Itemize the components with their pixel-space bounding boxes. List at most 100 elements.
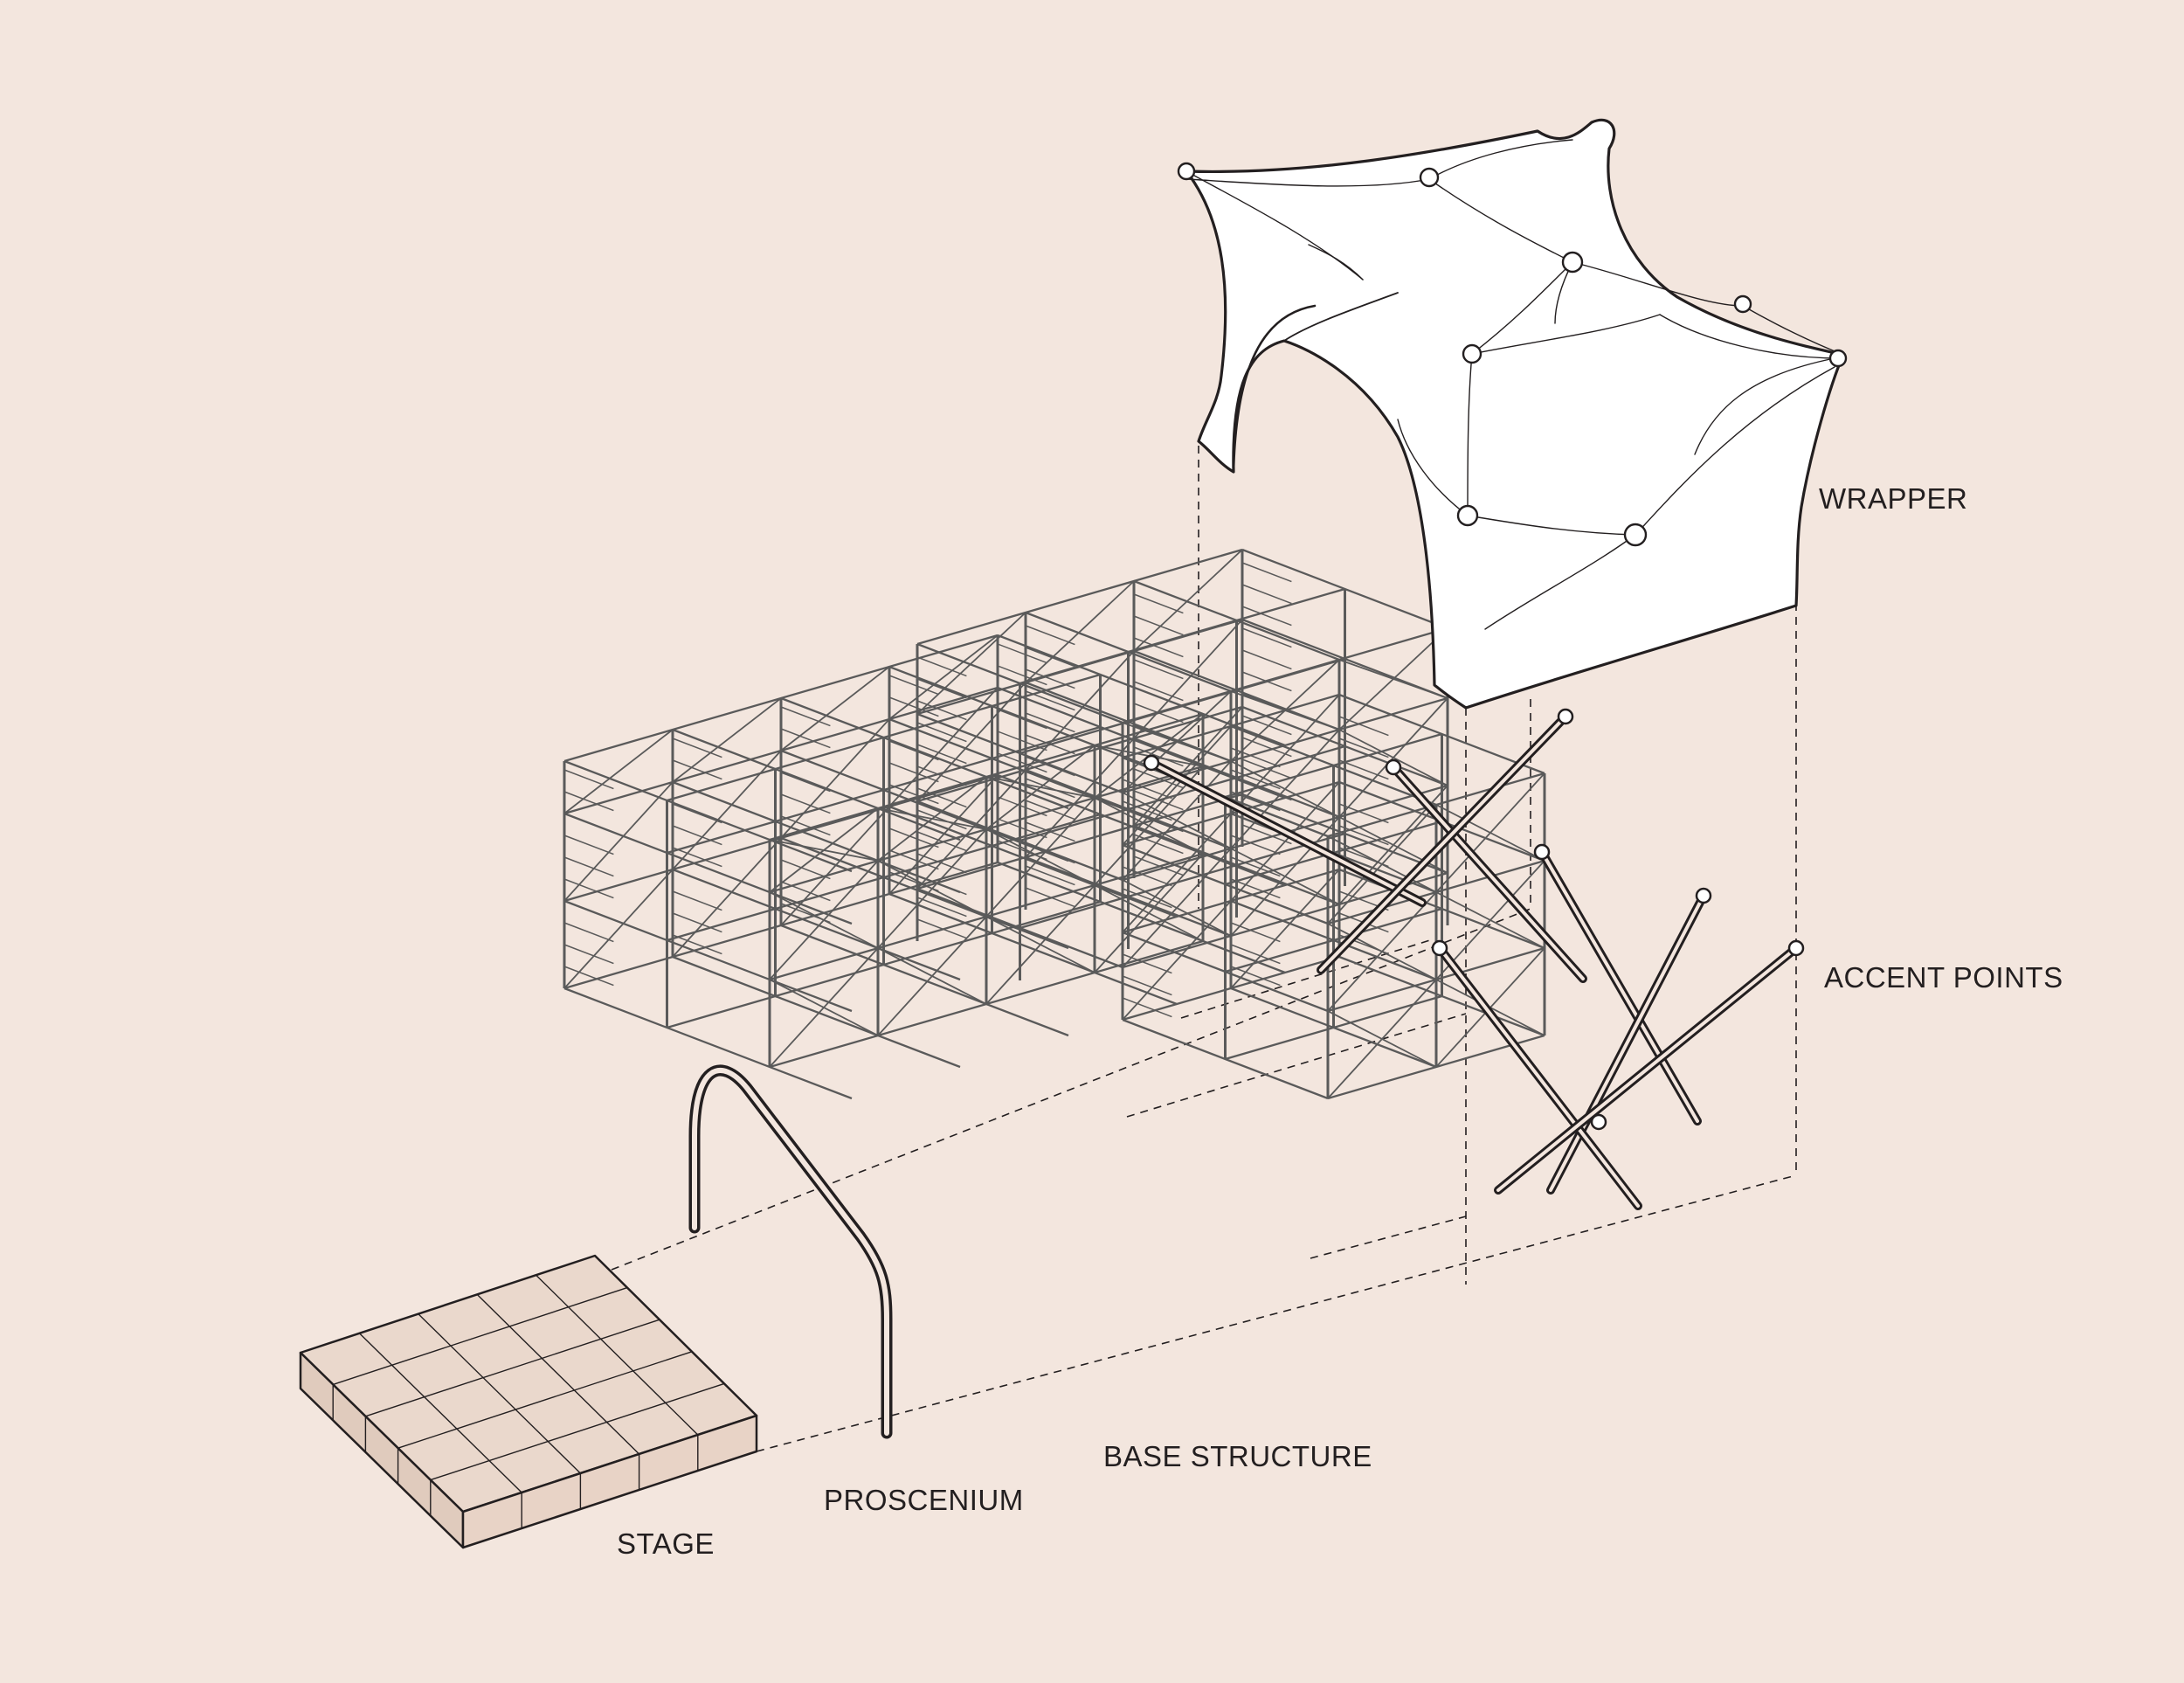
scaffold-member bbox=[916, 887, 1123, 969]
scaffold-member bbox=[916, 700, 967, 721]
accent-point-ball bbox=[1695, 887, 1712, 904]
scaffold-member bbox=[1122, 779, 1172, 800]
scaffold-member bbox=[672, 781, 722, 802]
scaffold-member bbox=[672, 890, 722, 911]
scaffold-member bbox=[1230, 900, 1281, 921]
scaffold-member bbox=[877, 947, 987, 1005]
scaffold-member bbox=[1133, 637, 1184, 658]
scaffold-member bbox=[780, 924, 1069, 1037]
accent-point-ball bbox=[1385, 758, 1402, 776]
stage-grid-line bbox=[418, 1313, 581, 1474]
scaffold-member bbox=[563, 944, 614, 965]
base-structure-scaffolding bbox=[563, 548, 1546, 1100]
scaffold-member bbox=[1025, 887, 1075, 908]
scaffold-member bbox=[1327, 1010, 1437, 1068]
scaffold-member bbox=[916, 642, 1123, 724]
projection-lines bbox=[611, 446, 1797, 1452]
scaffold-member bbox=[877, 807, 987, 830]
scaffold-member bbox=[1241, 671, 1292, 692]
accent-point-ball bbox=[1787, 939, 1805, 957]
scaffold-member bbox=[672, 803, 722, 824]
scaffold-member bbox=[563, 791, 614, 812]
label-proscenium: PROSCENIUM bbox=[824, 1484, 1024, 1516]
scaffold-member bbox=[769, 839, 879, 862]
scaffold-member bbox=[1122, 900, 1232, 1021]
scaffold-member bbox=[563, 813, 614, 834]
scaffold-member bbox=[1025, 734, 1075, 755]
scaffold-member bbox=[672, 759, 722, 780]
scaffold-member bbox=[916, 800, 1123, 882]
scaffold-member bbox=[1133, 768, 1184, 789]
scaffold-member bbox=[780, 815, 831, 836]
scaffold-member bbox=[563, 781, 674, 902]
scaffold-member bbox=[888, 762, 939, 783]
scaffold-member bbox=[672, 837, 782, 958]
scaffold-member bbox=[1122, 932, 1172, 952]
scaffold-member bbox=[1133, 737, 1340, 819]
accent-rod-highlight bbox=[1549, 894, 1705, 1192]
scaffold-member bbox=[916, 682, 1026, 802]
accent-rod-highlight bbox=[1540, 850, 1699, 1123]
scaffold-member bbox=[888, 687, 999, 807]
scaffold-member bbox=[780, 728, 831, 749]
scaffold-member bbox=[1230, 922, 1281, 943]
scaffold-member bbox=[1241, 584, 1292, 605]
scaffold-member bbox=[916, 744, 967, 765]
scaffold-member bbox=[769, 979, 879, 1036]
scaffold-member bbox=[888, 849, 939, 870]
scaffold-member bbox=[672, 847, 722, 868]
accent-point-ball bbox=[1533, 843, 1551, 861]
scaffold-member bbox=[888, 696, 939, 717]
scaffold-member bbox=[1230, 848, 1340, 905]
scaffold-member bbox=[1338, 729, 1448, 786]
scaffold-member bbox=[916, 678, 967, 699]
scaffold-member bbox=[563, 769, 614, 790]
scaffold-member bbox=[1230, 987, 1437, 1069]
scaffold-member bbox=[563, 922, 614, 943]
stage-grid-line bbox=[536, 1274, 699, 1436]
scaffold-member bbox=[1241, 802, 1292, 823]
scaffold-member bbox=[780, 859, 831, 880]
label-wrapper: WRAPPER bbox=[1819, 482, 1968, 515]
scaffold-member bbox=[916, 656, 967, 677]
label-stage: STAGE bbox=[617, 1527, 715, 1560]
accent-rod-highlight bbox=[1319, 715, 1567, 972]
scaffold-member bbox=[1133, 746, 1184, 767]
scaffold-member bbox=[563, 835, 614, 855]
scaffold-member bbox=[997, 752, 1047, 773]
scaffold-member bbox=[1241, 758, 1292, 779]
scaffold-member bbox=[997, 709, 1047, 730]
scaffold-member bbox=[563, 759, 853, 873]
scaffold-member bbox=[1025, 580, 1135, 683]
stage-grid-line bbox=[365, 1319, 660, 1417]
scaffold-member bbox=[985, 916, 1095, 973]
scaffold-member bbox=[997, 665, 1047, 686]
scaffold-member bbox=[563, 729, 674, 814]
scaffold-member bbox=[1122, 722, 1232, 762]
scaffold-member bbox=[1338, 738, 1389, 758]
accent-rod-highlight bbox=[1392, 765, 1585, 980]
scaffold-member bbox=[1133, 703, 1184, 724]
wrapper-membrane bbox=[1177, 118, 1848, 710]
scaffold-member bbox=[1241, 715, 1292, 736]
scaffold-member bbox=[1230, 760, 1340, 818]
accent-rod-highlight bbox=[1150, 761, 1424, 904]
scaffold-member bbox=[1241, 548, 1448, 630]
scaffold-member bbox=[1230, 690, 1340, 731]
scaffold-member bbox=[1338, 781, 1389, 802]
scaffold-member bbox=[1230, 856, 1281, 877]
scaffold-member bbox=[1338, 716, 1389, 737]
scaffold-member bbox=[1019, 745, 1345, 842]
scaffold-member bbox=[672, 912, 722, 933]
scaffold-member bbox=[888, 675, 939, 696]
scaffold-member bbox=[1122, 1018, 1329, 1100]
scaffold-member bbox=[916, 705, 1243, 803]
scaffold-member bbox=[780, 718, 890, 839]
scaffold-member bbox=[916, 831, 967, 852]
scaffold-member bbox=[1133, 681, 1184, 702]
scaffold-member bbox=[1327, 923, 1437, 980]
scaffold-member bbox=[1019, 587, 1345, 685]
scaffold-member bbox=[1025, 768, 1232, 850]
scaffold-member bbox=[672, 697, 782, 783]
